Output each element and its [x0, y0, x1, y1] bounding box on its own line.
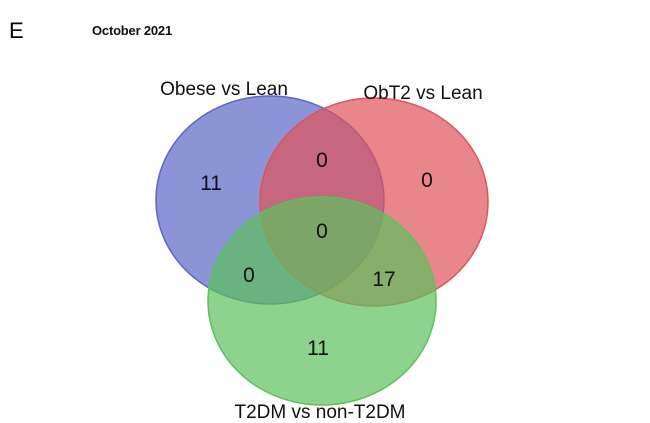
date-header: October 2021 — [92, 23, 172, 38]
set-label-obese-vs-lean: Obese vs Lean — [160, 79, 288, 100]
count-t2dm-only: 11 — [307, 337, 329, 360]
set-label-t2dm-vs-non-t2dm: T2DM vs non-T2DM — [234, 402, 405, 423]
count-obese-obt2: 0 — [316, 149, 328, 172]
set-circle-t2dm-vs-non-t2dm — [207, 196, 437, 406]
count-all-three: 0 — [316, 220, 328, 243]
count-obt2-only: 0 — [421, 169, 433, 192]
count-obt2-t2dm: 17 — [372, 268, 395, 291]
count-obese-only: 11 — [200, 172, 222, 195]
set-label-obt2-vs-lean: ObT2 vs Lean — [363, 83, 482, 104]
count-obese-t2dm: 0 — [243, 264, 255, 287]
panel-label: E — [9, 18, 24, 43]
